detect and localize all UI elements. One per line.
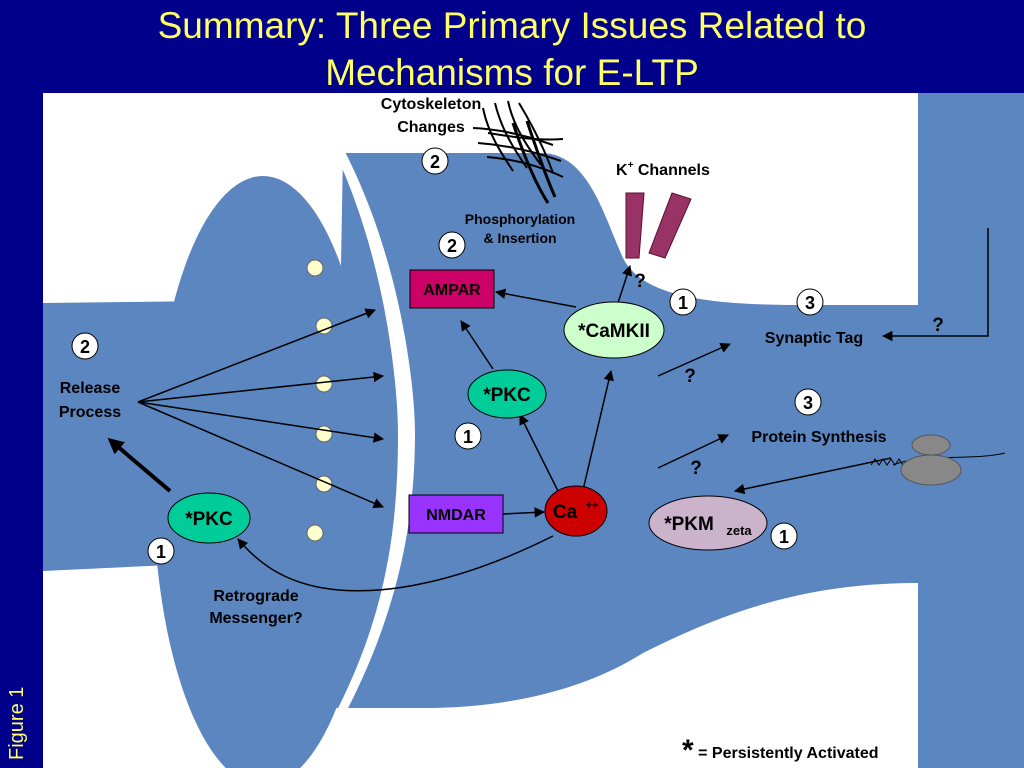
badge-tag: 3 xyxy=(796,288,824,316)
legend-text: = Persistently Activated xyxy=(694,745,879,762)
k-channels-rest: Channels xyxy=(633,162,710,179)
pkc-to-release-arrow xyxy=(107,437,172,493)
diagram-panel: AMPAR NMDAR *CaMKII *PKC Ca ++ *PKC *PKM… xyxy=(43,93,1024,768)
title-line-1: Summary: Three Primary Issues Related to xyxy=(157,5,867,46)
number-badges: 2 2 2 1 1 1 1 3 3 xyxy=(71,147,824,565)
camkii-to-ampar-arrow xyxy=(494,288,577,308)
badge-camkii: 1 xyxy=(669,288,697,316)
release-arrow xyxy=(137,371,385,403)
ca-to-pkc-arrow xyxy=(519,414,561,496)
to-synaptic-tag-arrow xyxy=(657,343,731,377)
k-channels-label: K+ Channels xyxy=(616,160,710,179)
ampar-label: AMPAR xyxy=(423,282,481,299)
nmdar-label: NMDAR xyxy=(426,507,486,524)
k-question-mark: ? xyxy=(634,271,646,292)
vesicle xyxy=(315,425,333,443)
camkii-to-k-arrow xyxy=(617,265,633,304)
badge-pkc-pre: 1 xyxy=(147,537,175,565)
release-arrow xyxy=(137,401,385,443)
badge-cyto: 2 xyxy=(421,147,449,175)
nmdar-box: NMDAR xyxy=(408,494,504,534)
vesicle xyxy=(306,524,324,542)
cytoskeleton-label-2: Changes xyxy=(397,119,465,136)
release-arrow xyxy=(137,308,376,403)
badge-camkii-label: 1 xyxy=(678,293,688,313)
ca-label: Ca xyxy=(553,502,578,523)
retrograde-label-2: Messenger? xyxy=(209,610,302,627)
retrograde-label-1: Retrograde xyxy=(213,588,298,605)
pkc-post-label: *PKC xyxy=(483,385,531,406)
feedback-arrow xyxy=(881,228,989,342)
release-label-1: Release xyxy=(60,380,121,397)
postsynaptic-spine xyxy=(333,93,1024,768)
ampar-box: AMPAR xyxy=(409,269,495,309)
ca-node: Ca ++ xyxy=(544,485,608,537)
slide-title: Summary: Three Primary Issues Related to… xyxy=(0,2,1024,96)
badge-protein-label: 3 xyxy=(803,393,813,413)
cytoskeleton-label-1: Cytoskeleton xyxy=(381,96,481,113)
k-label: K xyxy=(616,162,628,179)
phosphorylation-label-2: & Insertion xyxy=(483,230,556,246)
pkm-label: *PKM xyxy=(664,514,714,535)
camkii-node: *CaMKII xyxy=(563,301,665,359)
pkc-pre-node: *PKC xyxy=(167,492,251,544)
synaptic-cleft xyxy=(333,148,415,718)
k-channel-icon xyxy=(625,192,692,259)
badge-phosph: 2 xyxy=(438,231,466,259)
pkc-to-ampar-arrow xyxy=(460,320,494,370)
pkc-pre-label: *PKC xyxy=(185,509,233,530)
arrows xyxy=(107,228,989,592)
ribosome-to-pkm-arrow xyxy=(733,457,892,495)
synaptic-tag-label: Synaptic Tag xyxy=(765,330,863,347)
tag-question-mark: ? xyxy=(932,315,944,336)
to-protein-synthesis-arrow xyxy=(657,434,729,469)
pkc-post-node: *PKC xyxy=(467,369,547,419)
pkm-node: *PKM zeta xyxy=(648,495,768,551)
mid-question-mark-1: ? xyxy=(684,366,696,387)
badge-tag-label: 3 xyxy=(805,293,815,313)
badge-release: 2 xyxy=(71,332,99,360)
pkm-subscript: zeta xyxy=(726,523,752,538)
figure-side-label: Figure 1 xyxy=(6,686,28,760)
phosphorylation-label-1: Phosphorylation xyxy=(465,211,575,227)
legend: * = Persistently Activated xyxy=(682,734,879,767)
mid-question-mark-2: ? xyxy=(690,458,702,479)
badge-cyto-label: 2 xyxy=(430,152,440,172)
vesicle xyxy=(306,259,324,277)
cytoskeleton-icon xyxy=(472,100,564,204)
protein-synthesis-label: Protein Synthesis xyxy=(751,429,886,446)
title-line-2: Mechanisms for E-LTP xyxy=(325,52,699,93)
ca-superscript: ++ xyxy=(586,500,599,512)
vesicle xyxy=(315,375,333,393)
legend-star: * xyxy=(682,734,694,767)
badge-pkm-label: 1 xyxy=(779,527,789,547)
badge-pkc-post-label: 1 xyxy=(463,427,473,447)
badge-pkc-pre-label: 1 xyxy=(156,542,166,562)
camkii-label: *CaMKII xyxy=(578,321,650,342)
badge-pkm: 1 xyxy=(770,522,798,550)
k-superscript: + xyxy=(628,160,634,171)
release-label-2: Process xyxy=(59,404,121,421)
release-arrow xyxy=(137,401,384,509)
eltp-diagram: AMPAR NMDAR *CaMKII *PKC Ca ++ *PKC *PKM… xyxy=(43,93,1024,768)
badge-phosph-label: 2 xyxy=(447,236,457,256)
ca-to-camkii-arrow xyxy=(582,369,614,491)
nmdar-to-ca-arrow xyxy=(502,507,546,518)
retrograde-arrow xyxy=(237,535,554,592)
badge-release-label: 2 xyxy=(80,337,90,357)
badge-pkc-post: 1 xyxy=(454,422,482,450)
ribosome-icon xyxy=(870,434,1006,486)
badge-protein: 3 xyxy=(794,388,822,416)
